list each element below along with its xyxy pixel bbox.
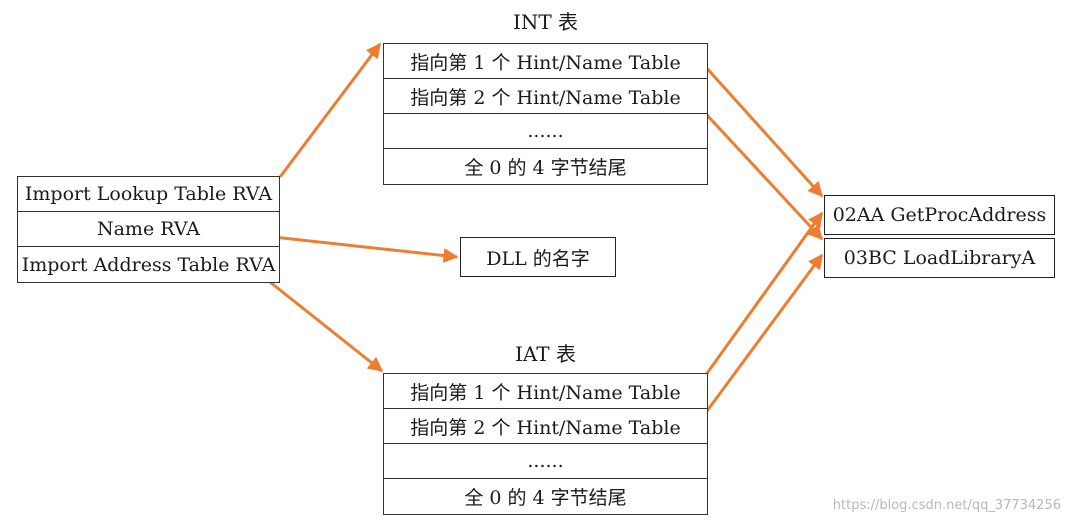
hint-name-getprocaddress: 02AA GetProcAddress — [824, 195, 1055, 235]
import-lookup-table-rva: Import Lookup Table RVA — [18, 177, 279, 212]
watermark: https://blog.csdn.net/qq_37734256 — [832, 498, 1061, 513]
int-row-terminator: 全 0 的 4 字节结尾 — [464, 157, 627, 179]
import-address-table-rva: Import Address Table RVA — [21, 253, 276, 276]
import-descriptor-table: Import Lookup Table RVA Name RVA Import … — [17, 176, 280, 283]
iat-row-1: 指向第 1 个 Hint/Name Table — [384, 374, 707, 409]
arrow-int2-to-loadlib — [691, 98, 824, 241]
int-table-caption: INT 表 — [512, 10, 579, 34]
iat-table-caption: IAT 表 — [515, 342, 576, 366]
arrow-iat-rva-to-iat — [269, 280, 384, 373]
name-rva: Name RVA — [18, 212, 279, 247]
iat-row-terminator: 全 0 的 4 字节结尾 — [464, 487, 627, 509]
int-row-2: 指向第 2 个 Hint/Name Table — [384, 79, 707, 114]
hint-name-loadlibrarya: 03BC LoadLibraryA — [824, 238, 1055, 278]
arrow-iat2-to-loadlib — [691, 253, 824, 431]
iat-row-2: 指向第 2 个 Hint/Name Table — [384, 409, 707, 444]
iat-row-ellipsis: ...... — [384, 444, 707, 479]
int-table: 指向第 1 个 Hint/Name Table 指向第 2 个 Hint/Nam… — [383, 43, 708, 185]
arrow-ilt-to-int — [278, 42, 382, 178]
int-row-ellipsis: ...... — [384, 114, 707, 149]
int-row-1: 指向第 1 个 Hint/Name Table — [384, 44, 707, 79]
arrow-iat1-to-getproc — [688, 211, 824, 398]
dll-name-box: DLL 的名字 — [460, 237, 616, 277]
iat-table: 指向第 1 个 Hint/Name Table 指向第 2 个 Hint/Nam… — [383, 373, 708, 515]
arrow-int1-to-getproc — [701, 62, 824, 198]
